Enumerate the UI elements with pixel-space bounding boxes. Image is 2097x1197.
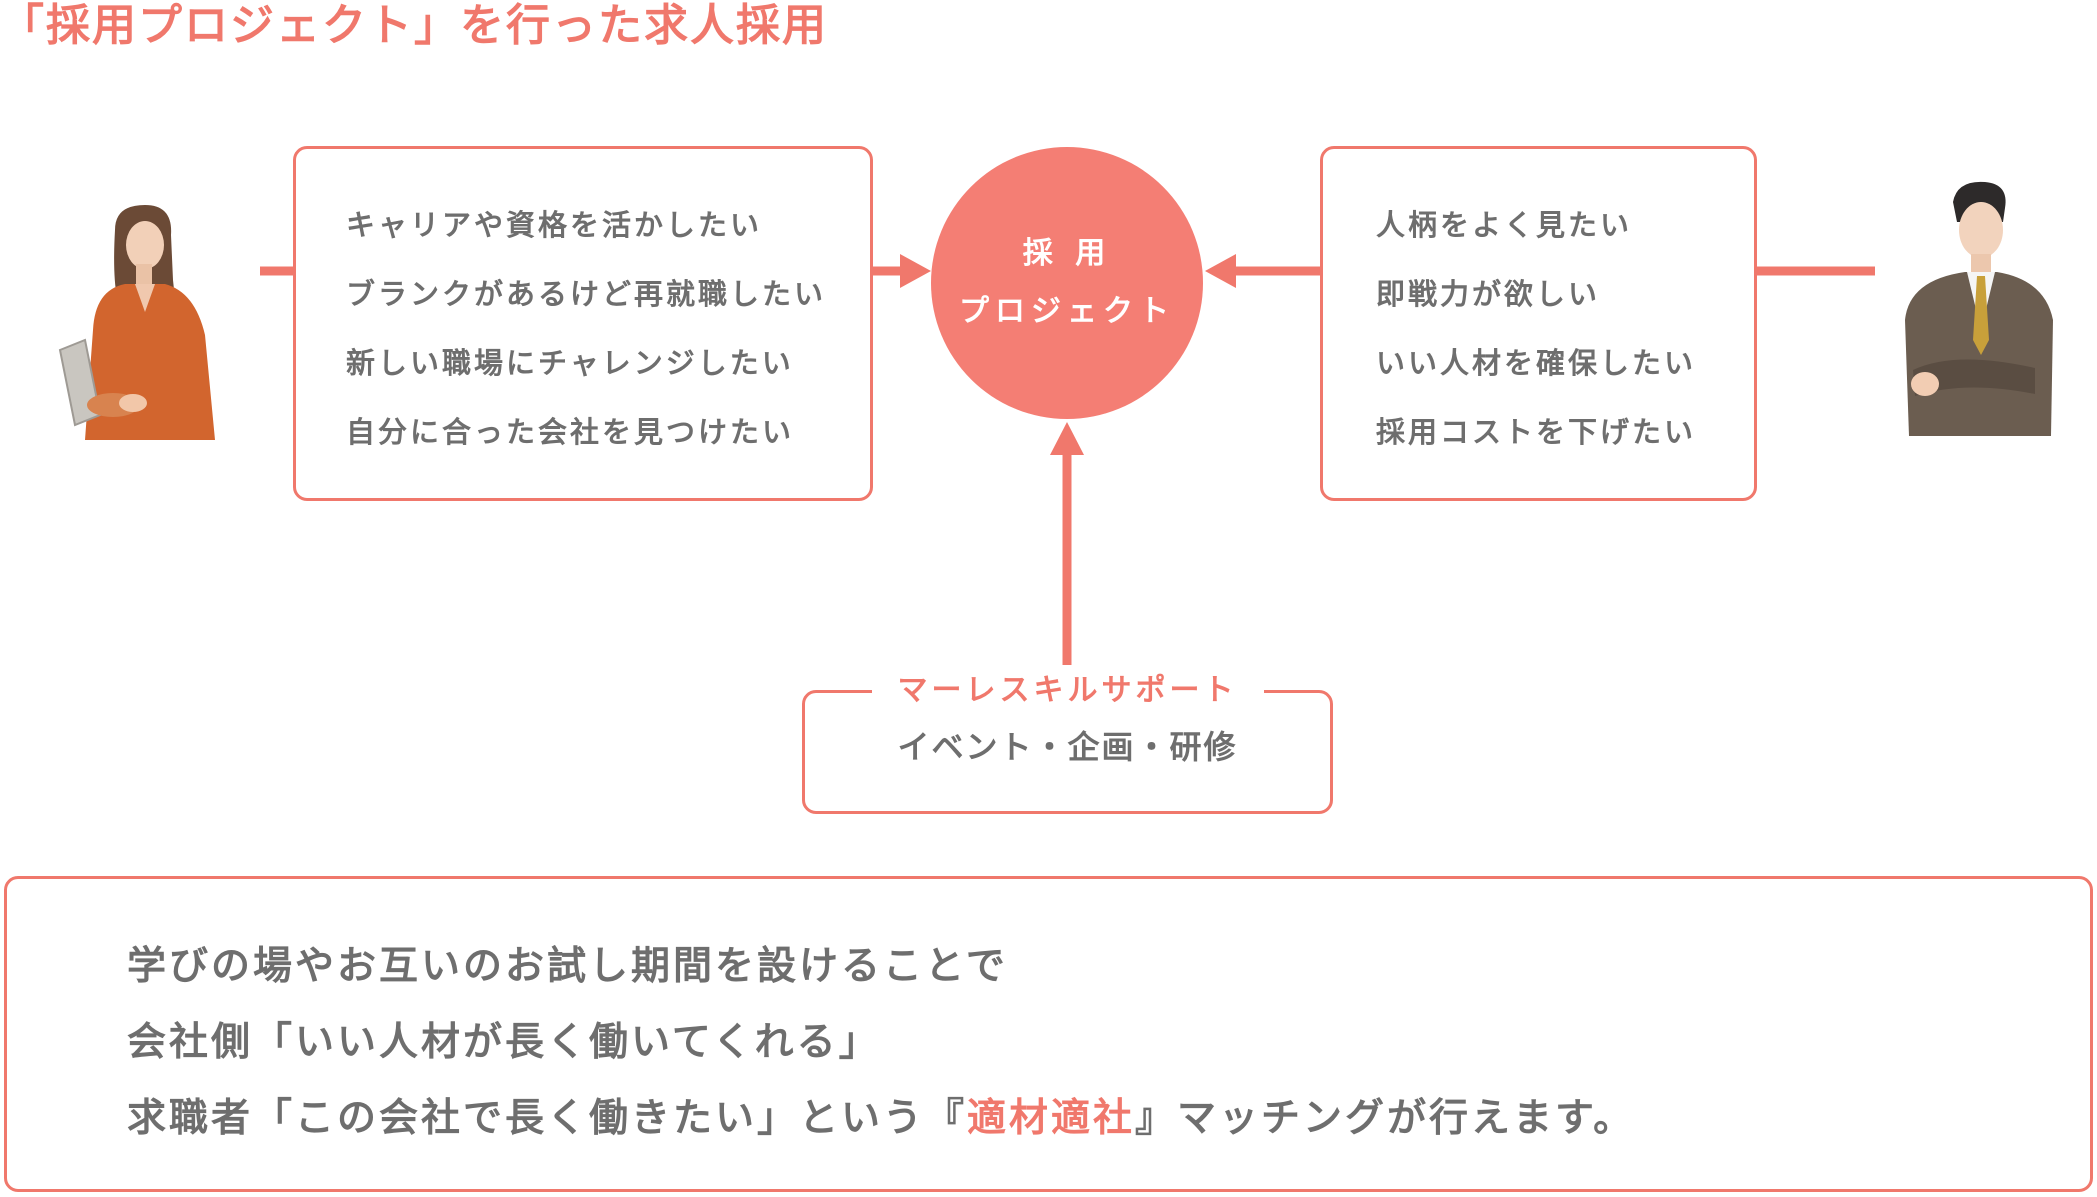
circle-label-line2: プロジェクト: [959, 294, 1175, 329]
support-text: イベント・企画・研修: [897, 728, 1238, 766]
list-item: 人柄をよく見たい: [1376, 208, 1633, 242]
list-item: 新しい職場にチャレンジしたい: [346, 346, 794, 380]
list-item: キャリアや資格を活かしたい: [346, 208, 763, 242]
circle-label-line1: 採 用: [1022, 236, 1112, 271]
job-seeker-wishes-box: キャリアや資格を活かしたい ブランクがあるけど再就職したい 新しい職場にチャレン…: [293, 146, 873, 501]
list-item: 採用コストを下げたい: [1376, 415, 1697, 449]
summary-line-3-after: 』マッチングが行えます。: [1135, 1096, 1636, 1141]
summary-highlight: 適材適社: [967, 1096, 1136, 1141]
company-wishes-box: 人柄をよく見たい 即戦力が欲しい いい人材を確保したい 採用コストを下げたい: [1320, 146, 1757, 501]
list-item: 即戦力が欲しい: [1376, 277, 1601, 311]
list-item: ブランクがあるけど再就職したい: [346, 277, 827, 311]
summary-line-1: 学びの場やお互いのお試し期間を設けることで: [127, 944, 1008, 989]
job-seeker-woman-illustration: [58, 205, 215, 440]
support-box: マーレスキルサポート イベント・企画・研修: [802, 669, 1333, 814]
company-man-illustration: [1905, 181, 2053, 436]
summary-line-2: 会社側「いい人材が長く働いてくれる」: [127, 1020, 881, 1065]
list-item: 自分に合った会社を見つけたい: [346, 415, 795, 449]
summary-box: 学びの場やお互いのお試し期間を設けることで 会社側「いい人材が長く働いてくれる」…: [4, 876, 2093, 1192]
summary-line-3: 求職者「この会社で長く働きたい」という『適材適社』マッチングが行えます。: [127, 1093, 1635, 1145]
page-title: 「採用プロジェクト」を行った求人採用: [0, 0, 828, 51]
support-label: マーレスキルサポート: [871, 669, 1264, 713]
recruitment-project-circle: 採 用 プロジェクト: [931, 147, 1203, 419]
summary-line-3-before: 求職者「この会社で長く働きたい」という『: [127, 1096, 968, 1141]
list-item: いい人材を確保したい: [1376, 346, 1697, 380]
